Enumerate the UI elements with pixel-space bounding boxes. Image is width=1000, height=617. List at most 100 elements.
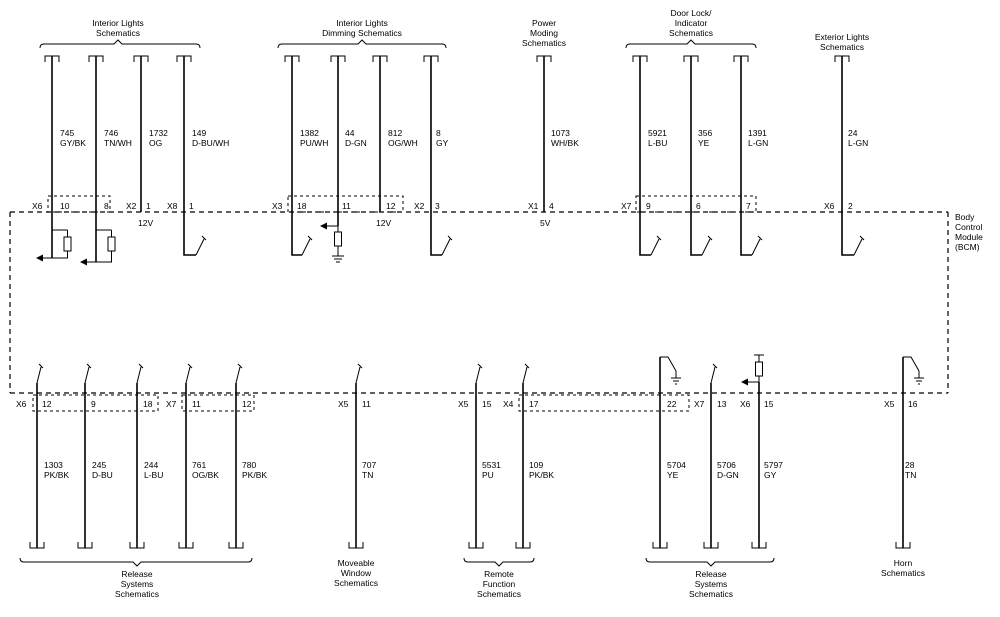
connector-id: X7 (166, 399, 177, 409)
group-label-line: Remote (484, 569, 514, 579)
group-label-line: Schematics (881, 568, 925, 578)
group-label-line: Exterior Lights (815, 32, 869, 42)
pin-number: 18 (143, 399, 153, 409)
pin-number: 17 (529, 399, 539, 409)
top-wire-5921: 5921 L-BU X7 9 (621, 56, 667, 256)
wire-color: D-GN (345, 138, 367, 148)
top-wire-149: 149 D-BU/WH X8 1 (167, 56, 229, 256)
pin-number: 11 (362, 399, 371, 409)
group-label-line: Release (121, 569, 152, 579)
wire-color: TN (362, 470, 373, 480)
bottom-wire-5797: X6 15 5797 GY (740, 382, 783, 548)
top-wire-1391: 1391 L-GN 7 (740, 56, 768, 256)
connector-id: X7 (694, 399, 705, 409)
wire-number: 745 (60, 128, 74, 138)
group-label-line: Door Lock/ (670, 8, 712, 18)
voltage-label: 12V (138, 218, 153, 228)
connector-id: X4 (503, 399, 514, 409)
group-label-line: Interior Lights (336, 18, 388, 28)
wire-number: 109 (529, 460, 543, 470)
group-label-line: Schematics (522, 38, 566, 48)
top-wire-1732: 1732 OG X2 1 12V (126, 56, 168, 228)
wire-number: 8 (436, 128, 441, 138)
wire-color: L-GN (848, 138, 868, 148)
connector-id: X1 (528, 201, 539, 211)
wire-color: D-BU (92, 470, 113, 480)
bottom-wire-109: X4 17 109 PK/BK (503, 383, 554, 548)
top-wire-812: 812 OG/WH 12 12V (376, 56, 418, 228)
bottom-wire-5704: 22 5704 YE (659, 357, 686, 548)
top-group-door-lock-indicator: Door Lock/ Indicator Schematics (625, 8, 757, 49)
top-wire-356: 356 YE 6 (690, 56, 712, 256)
pin-number: 7 (746, 201, 751, 211)
top-group-interior-lights: Interior Lights Schematics (39, 18, 201, 49)
pin-number: 12 (386, 201, 396, 211)
connector-id: X6 (740, 399, 751, 409)
bottom-group-horn: Horn Schematics (881, 558, 925, 578)
wire-color: PK/BK (242, 470, 267, 480)
bottom-wire-1303: X6 12 1303 PK/BK (16, 383, 69, 548)
bottom-group-remote-function: Remote Function Schematics (463, 557, 535, 599)
wire-number: 24 (848, 128, 858, 138)
bottom-wire-707: X5 11 707 TN (338, 383, 376, 548)
wire-color: YE (667, 470, 679, 480)
top-connector-boxes (47, 195, 757, 213)
wire-color: L-BU (144, 470, 163, 480)
pin-number: 1 (146, 201, 151, 211)
pin-number: 12 (242, 399, 252, 409)
module-label-line-4: (BCM) (955, 242, 980, 252)
wire-color: PK/BK (44, 470, 69, 480)
wire-number: 44 (345, 128, 355, 138)
connector-id: X5 (884, 399, 895, 409)
bottom-wire-244: 18 244 L-BU (136, 383, 163, 548)
group-label-line: Moveable (338, 558, 375, 568)
wire-color: YE (698, 138, 710, 148)
wire-color: OG (149, 138, 162, 148)
group-label-line: Systems (121, 579, 154, 589)
group-label-line: Schematics (96, 28, 140, 38)
wire-color: GY (436, 138, 449, 148)
bottom-internal-circuits (36, 354, 924, 385)
pin-number: 6 (696, 201, 701, 211)
top-internal-circuits (36, 222, 865, 266)
pin-number: 1 (189, 201, 194, 211)
group-label-line: Interior Lights (92, 18, 144, 28)
wire-number: 5531 (482, 460, 501, 470)
top-group-power-moding: Power Moding Schematics (522, 18, 566, 48)
top-terminal-caps (44, 55, 850, 62)
wire-number: 149 (192, 128, 206, 138)
wire-number: 28 (905, 460, 915, 470)
group-label-line: Schematics (334, 578, 378, 588)
connector-id: X7 (621, 201, 632, 211)
pin-number: 18 (297, 201, 307, 211)
top-wire-746: 746 TN/WH 8 (95, 56, 132, 262)
top-wire-1382: 1382 PU/WH X3 18 (272, 56, 328, 256)
wire-number: 746 (104, 128, 118, 138)
bottom-terminal-caps (29, 542, 911, 549)
wire-color: L-BU (648, 138, 667, 148)
group-label-line: Function (483, 579, 516, 589)
bottom-wire-28: X5 16 28 TN (884, 357, 918, 548)
group-label-line: Power (532, 18, 556, 28)
wire-number: 5797 (764, 460, 783, 470)
pin-number: 3 (435, 201, 440, 211)
pin-number: 2 (848, 201, 853, 211)
pin-number: 9 (91, 399, 96, 409)
wire-number: 1732 (149, 128, 168, 138)
wire-number: 1382 (300, 128, 319, 138)
wire-number: 5921 (648, 128, 667, 138)
group-label-line: Systems (695, 579, 728, 589)
wire-color: D-BU/WH (192, 138, 229, 148)
top-wire-24: 24 L-GN X6 2 (824, 56, 868, 256)
connector-id: X2 (126, 201, 137, 211)
bottom-wire-5531: X5 15 5531 PU (458, 383, 501, 548)
wire-number: 245 (92, 460, 106, 470)
group-label-line: Window (341, 568, 372, 578)
pin-number: 8 (104, 201, 109, 211)
group-label-line: Release (695, 569, 726, 579)
connector-id: X6 (16, 399, 27, 409)
wire-number: 780 (242, 460, 256, 470)
wire-color: OG/WH (388, 138, 418, 148)
module-label-line-2: Control (955, 222, 983, 232)
